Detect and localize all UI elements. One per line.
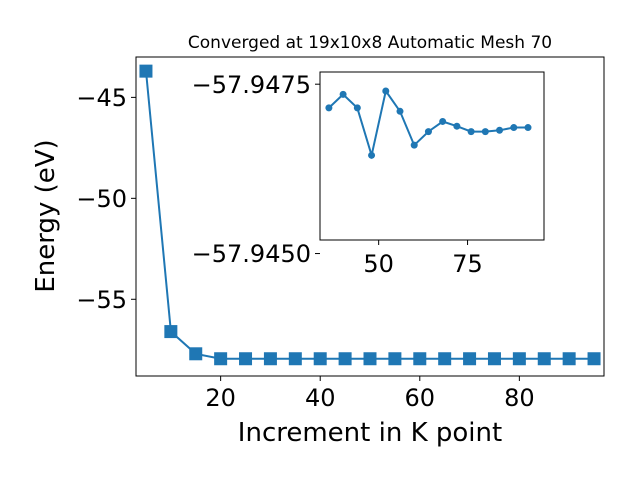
x-tick-label: 50: [363, 250, 394, 278]
inset-plot-frame: [319, 71, 545, 241]
main-plot-frame: [135, 56, 605, 377]
data-point: [496, 126, 504, 134]
data-point: [424, 128, 432, 136]
x-tick-label: 80: [504, 384, 535, 412]
data-point: [239, 352, 253, 366]
data-point: [487, 352, 501, 366]
data-point: [263, 352, 277, 366]
data-point: [587, 352, 601, 366]
data-point: [453, 122, 461, 130]
x-tick-label: 40: [305, 384, 336, 412]
data-point: [363, 352, 377, 366]
y-tick-label: −57.9475: [192, 71, 311, 99]
data-point: [410, 141, 418, 149]
inset-ticks: 50 75 −57.9475 −57.9450: [192, 71, 483, 278]
data-point: [339, 90, 347, 98]
data-point: [164, 325, 178, 339]
x-tick-label: 75: [452, 250, 483, 278]
data-point: [139, 64, 153, 78]
main-y-axis-label: Energy (eV): [31, 139, 61, 292]
main-series: [139, 64, 601, 366]
data-point: [510, 124, 518, 132]
data-point: [189, 347, 203, 361]
data-point: [512, 352, 526, 366]
data-point: [214, 352, 228, 366]
data-point: [353, 104, 361, 112]
x-tick-label: 20: [205, 384, 236, 412]
data-point: [338, 352, 352, 366]
inset-plot: 50 75 −57.9475 −57.9450: [192, 71, 545, 278]
main-plot-title: Converged at 19x10x8 Automatic Mesh 70: [188, 33, 552, 53]
y-tick-label: −45: [76, 84, 127, 112]
data-point: [413, 352, 427, 366]
y-tick-label: −57.9450: [192, 240, 311, 268]
data-point: [313, 352, 327, 366]
data-point: [382, 87, 390, 95]
data-point: [463, 352, 477, 366]
y-tick-label: −55: [76, 286, 127, 314]
data-point: [439, 117, 447, 125]
data-point: [396, 107, 404, 115]
main-x-axis-label: Increment in K point: [238, 418, 502, 448]
main-ticks: 20 40 60 80 −45 −50 −55: [76, 84, 534, 412]
data-point: [388, 352, 402, 366]
data-point: [438, 352, 452, 366]
main-plot: Converged at 19x10x8 Automatic Mesh 70 I…: [31, 33, 605, 448]
y-tick-label: −50: [76, 185, 127, 213]
x-tick-label: 60: [405, 384, 436, 412]
data-point: [368, 151, 376, 159]
data-point: [481, 128, 489, 136]
data-point: [562, 352, 576, 366]
data-point: [325, 104, 333, 112]
inset-series: [325, 87, 532, 160]
data-point: [524, 124, 532, 132]
data-point: [467, 128, 475, 136]
data-point: [288, 352, 302, 366]
data-point: [537, 352, 551, 366]
